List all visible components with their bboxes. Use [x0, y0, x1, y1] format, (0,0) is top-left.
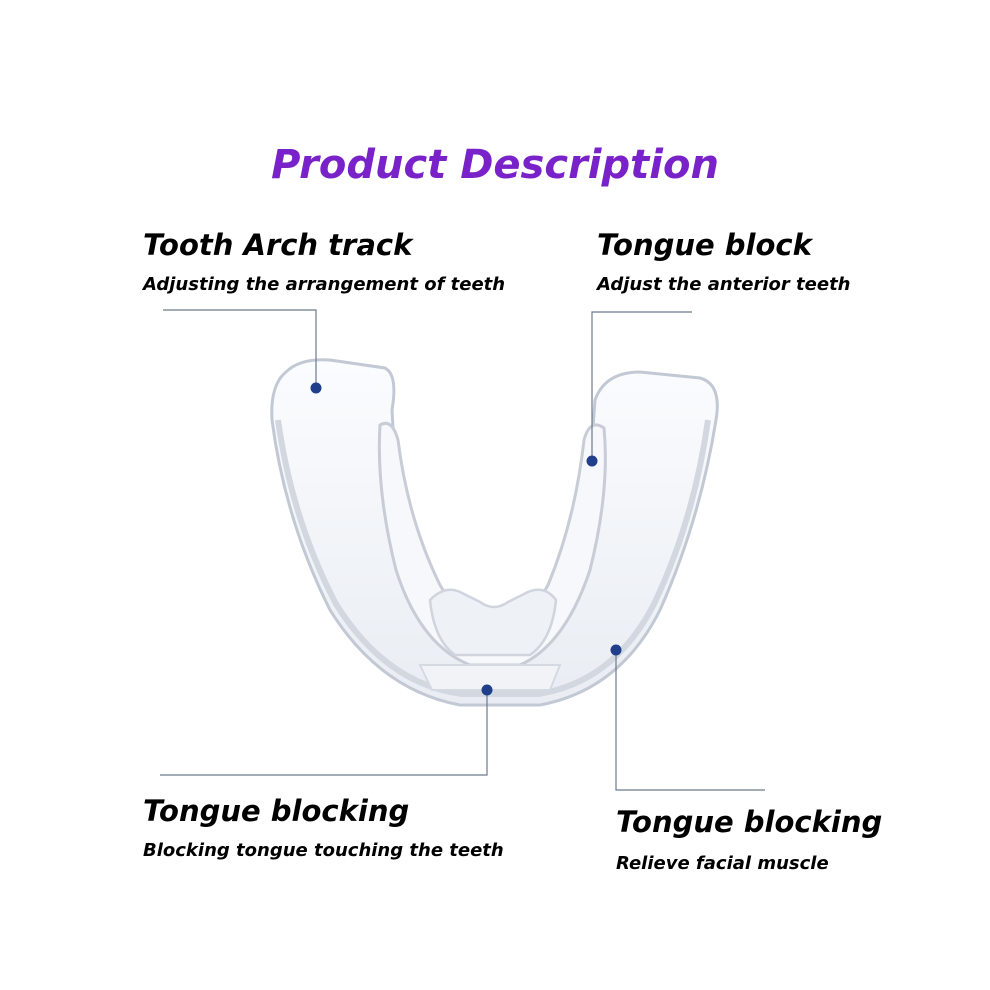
callout-heading: Tongue blocking [143, 794, 410, 828]
callout-tongue-block: Tongue block Adjust the anterior teeth [597, 228, 851, 295]
callout-tooth-arch-track: Tooth Arch track Adjusting the arrangeme… [143, 228, 505, 295]
callout-description: Adjust the anterior teeth [597, 274, 851, 295]
callout-description: Adjusting the arrangement of teeth [143, 274, 506, 295]
callout-dot-tongue-blocking-left [481, 684, 493, 696]
callout-description: Relieve facial muscle [616, 853, 829, 874]
leader-line-tongue-blocking-left [160, 690, 488, 776]
tray-base-edge [418, 664, 562, 691]
callout-heading: Tongue block [597, 228, 812, 262]
callout-dot-tongue-block [586, 455, 598, 467]
callout-dot-tooth-arch [310, 382, 322, 394]
callout-tongue-blocking-left: Tongue blocking Blocking tongue touching… [143, 794, 504, 861]
callout-dot-tongue-blocking-right [610, 644, 622, 656]
outer-tray-ridge [275, 419, 711, 697]
callout-tongue-blocking-right: Tongue blocking Relieve facial muscle [616, 805, 882, 874]
leader-line-tongue-blocking-right [615, 650, 765, 791]
callout-description: Blocking tongue touching the teeth [143, 840, 504, 861]
leader-line-tongue-block [591, 311, 692, 459]
leader-line-tooth-arch [163, 309, 317, 386]
callout-heading: Tooth Arch track [143, 228, 413, 262]
page-title: Product Description [271, 142, 719, 188]
tongue-block-cup [428, 588, 558, 657]
callout-heading: Tongue blocking [616, 805, 883, 839]
